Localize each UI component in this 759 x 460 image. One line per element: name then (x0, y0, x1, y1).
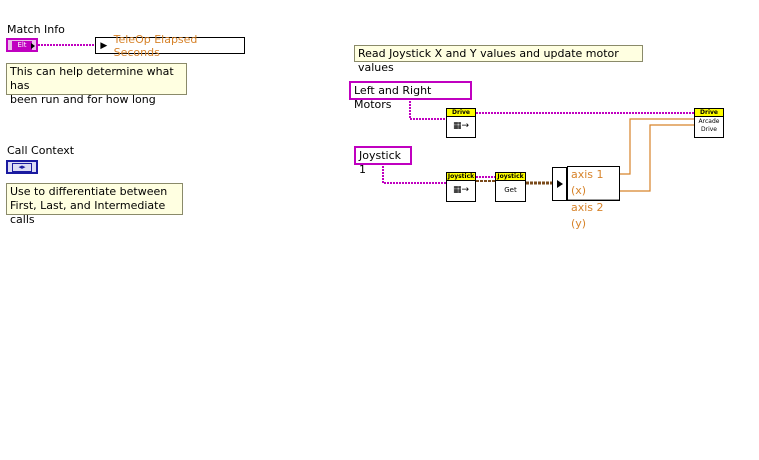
comment-line: Use to differentiate between (10, 185, 168, 198)
ref-get-icon: ▦→ (452, 121, 470, 131)
match-info-terminal[interactable]: Elt (6, 38, 38, 52)
arrow-right-icon: ▶ (100, 40, 108, 51)
drive-ref-get-vi[interactable]: Drive ▦→ (446, 108, 476, 138)
teleop-elapsed-indicator[interactable]: ▶ TeleOp Elapsed Seconds (95, 33, 245, 59)
comment-line: been run and for how long (10, 93, 156, 106)
comment-line: This can help determine what has (10, 65, 174, 92)
cluster-icon: Elt (12, 41, 32, 50)
vi-header: Drive (695, 109, 723, 117)
joystick-1-ref[interactable]: Joystick 1 (354, 146, 412, 176)
vi-body: Get (504, 186, 517, 194)
vi-body-line: Drive (701, 126, 717, 133)
call-context-label: Call Context (7, 144, 75, 157)
call-context-terminal[interactable]: ◂▸ (6, 160, 38, 174)
joystick-get-vi[interactable]: Joystick Get (495, 172, 526, 202)
arrow-right-icon (31, 43, 35, 49)
unbundle-input[interactable] (552, 167, 567, 201)
ref-get-icon: ▦→ (452, 185, 470, 195)
left-right-motors-ref[interactable]: Left and Right Motors (349, 81, 472, 111)
vi-header: Joystick (447, 173, 475, 181)
joystick-ref-get-vi[interactable]: Joystick ▦→ (446, 172, 476, 202)
enum-icon: ◂▸ (12, 163, 32, 172)
unbundle-by-name[interactable]: axis 1 (x) axis 2 (y) (567, 166, 620, 230)
teleop-elapsed-text: TeleOp Elapsed Seconds (113, 32, 198, 59)
call-context-comment: Use to differentiate between First, Last… (6, 183, 183, 226)
vi-header: Joystick (496, 173, 525, 181)
axis-1-element[interactable]: axis 1 (x) (568, 167, 619, 200)
axis-2-element[interactable]: axis 2 (y) (571, 201, 604, 230)
joystick-comment: Read Joystick X and Y values and update … (354, 45, 643, 74)
vi-body-line: Arcade (698, 118, 720, 125)
joystick-to-joystick-ref-wire[interactable] (382, 163, 446, 184)
axis2-wire[interactable] (619, 124, 694, 192)
match-info-comment: This can help determine what has been ru… (6, 63, 187, 106)
vi-header: Drive (447, 109, 475, 117)
match-info-label: Match Info (7, 23, 65, 36)
comment-line: First, Last, and Intermediate calls (10, 199, 166, 226)
arcade-drive-vi[interactable]: Drive Arcade Drive (694, 108, 724, 138)
axis1-wire[interactable] (619, 118, 694, 175)
motors-to-drive-ref-wire[interactable] (409, 98, 446, 120)
arrow-right-icon (557, 180, 563, 188)
